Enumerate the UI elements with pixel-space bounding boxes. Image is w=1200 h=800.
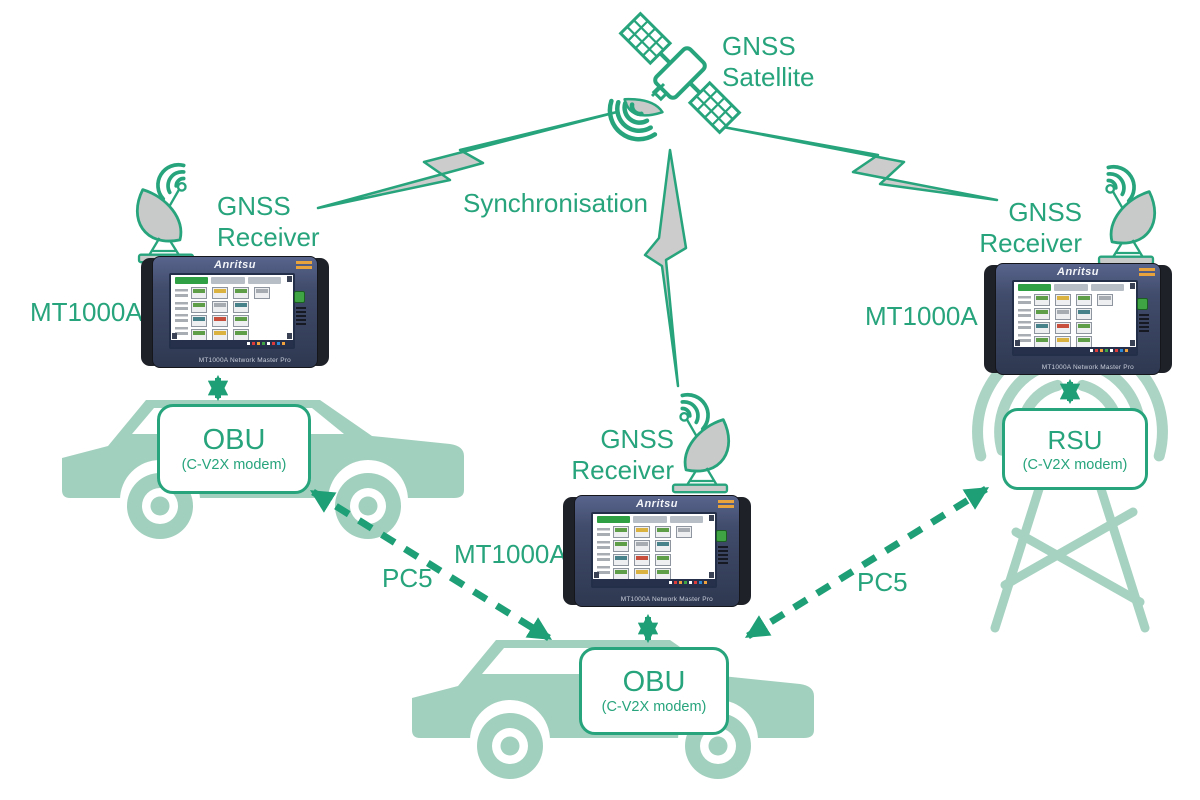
- gnss-receiver-icon-center: [671, 392, 731, 495]
- pc5-link-right: [744, 486, 990, 639]
- mt1000a-device-center: Anritsu MT1000A Network Master Pro: [563, 495, 751, 607]
- device-screen-tabs: [593, 514, 715, 524]
- obu-box-bottom: OBU (C-V2X modem): [579, 647, 729, 735]
- device-face: Anritsu MT1000A Network Master Pro: [152, 256, 318, 368]
- device-statusbar: [171, 340, 293, 347]
- device-screen-tabs: [171, 275, 293, 285]
- device-vents: [296, 307, 306, 325]
- device-brand-logo: Anritsu: [636, 498, 678, 510]
- device-brand-logo: Anritsu: [214, 259, 256, 271]
- device-face: Anritsu MT1000A Network Master Pro: [995, 263, 1161, 375]
- device-footer-label: MT1000A Network Master Pro: [620, 596, 713, 603]
- device-footer-label: MT1000A Network Master Pro: [1041, 364, 1134, 371]
- device-vents: [718, 546, 728, 564]
- device-screen: [591, 512, 717, 588]
- device-power-button: [294, 291, 305, 303]
- device-unit-arrows: [207, 374, 1081, 644]
- device-screen: [1012, 280, 1138, 356]
- sync-bolt-right: [721, 125, 999, 202]
- device-corner-badge: [296, 261, 312, 269]
- gnss-satellite-icon: [607, 11, 742, 142]
- device-corner-badge: [1139, 268, 1155, 276]
- device-power-button: [1137, 298, 1148, 310]
- pc5-label-left: PC5: [382, 563, 433, 593]
- device-screen: [169, 273, 295, 349]
- synchronisation-label: Synchronisation: [463, 188, 648, 218]
- device-app-grid: [593, 524, 715, 580]
- device-app-grid: [171, 285, 293, 341]
- rsu-box: RSU (C-V2X modem): [1002, 408, 1148, 490]
- device-brand-logo: Anritsu: [1057, 266, 1099, 278]
- device-vents: [1139, 314, 1149, 332]
- gnss-receiver-icon-left: [135, 162, 195, 265]
- mt1000a-device-right: Anritsu MT1000A Network Master Pro: [984, 263, 1172, 375]
- gnss-receiver-icon-right: [1097, 164, 1157, 267]
- obu-left-subtitle: (C-V2X modem): [181, 457, 287, 473]
- rsu-title: RSU: [1047, 425, 1103, 455]
- obu-box-left: OBU (C-V2X modem): [157, 404, 311, 494]
- pc5-label-right: PC5: [857, 567, 908, 597]
- obu-bottom-title: OBU: [622, 666, 686, 698]
- device-app-grid: [1014, 292, 1136, 348]
- mt1000a-device-left: Anritsu MT1000A Network Master Pro: [141, 256, 329, 368]
- pc5-link-left: [309, 489, 553, 641]
- satellite-signal-waves: [607, 98, 658, 142]
- device-statusbar: [593, 579, 715, 586]
- model-label-right: MT1000A: [865, 301, 978, 331]
- rsu-subtitle: (C-V2X modem): [1022, 457, 1128, 473]
- device-statusbar: [1014, 347, 1136, 354]
- obu-left-title: OBU: [202, 424, 266, 456]
- sync-bolts: [316, 110, 999, 388]
- rsu-tower: [990, 465, 1150, 633]
- sync-bolt-left: [316, 110, 619, 210]
- device-footer-label: MT1000A Network Master Pro: [198, 357, 291, 364]
- model-label-left: MT1000A: [30, 297, 143, 327]
- model-label-center: MT1000A: [454, 539, 567, 569]
- device-power-button: [716, 530, 727, 542]
- device-corner-badge: [718, 500, 734, 508]
- sync-bolt-center: [643, 148, 688, 388]
- device-screen-tabs: [1014, 282, 1136, 292]
- obu-bottom-subtitle: (C-V2X modem): [601, 699, 707, 715]
- pc5-links: [309, 486, 990, 641]
- device-face: Anritsu MT1000A Network Master Pro: [574, 495, 740, 607]
